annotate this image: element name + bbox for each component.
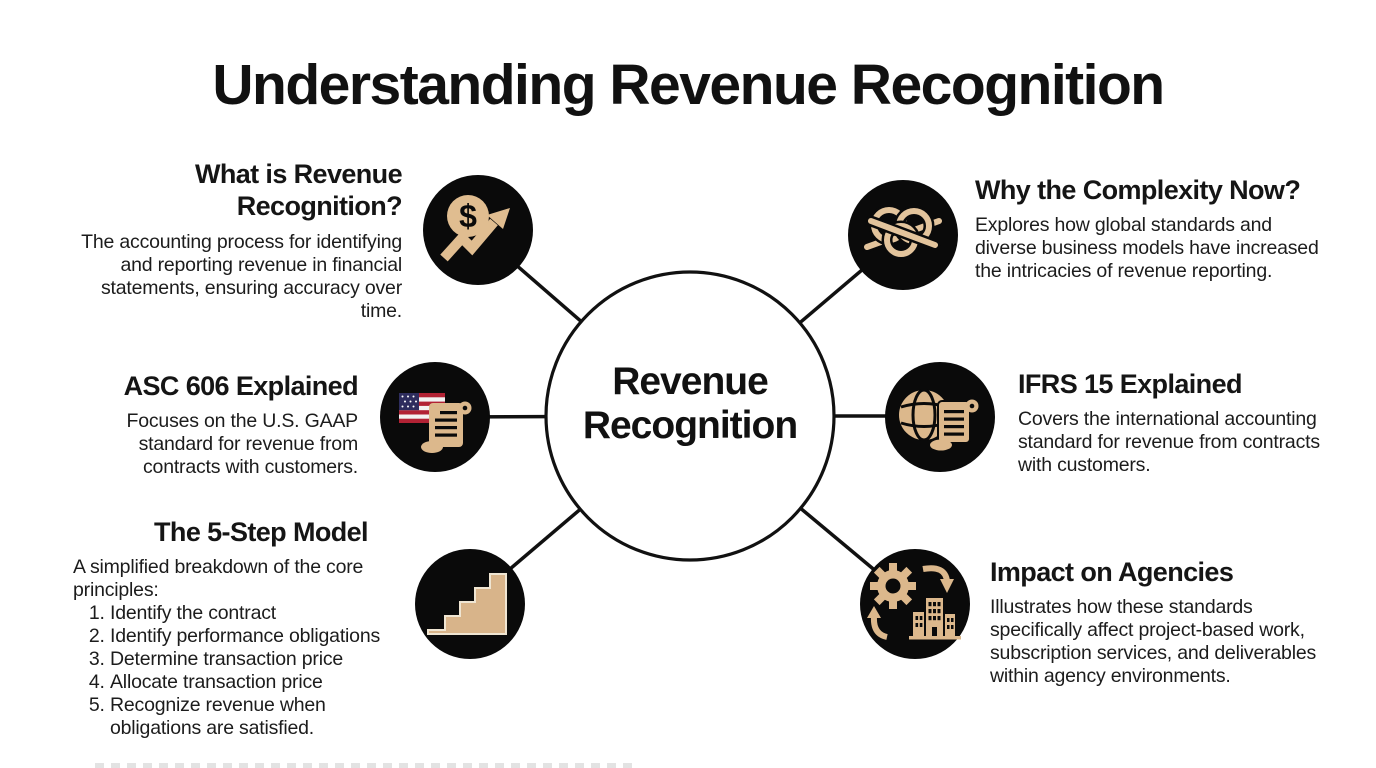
step-item: Identify performance obligations (110, 625, 421, 648)
cropped-footer-text-artifact (95, 763, 635, 768)
node-five-step-model: The 5-Step Model A simplified breakdown … (73, 516, 421, 740)
node-body: Illustrates how these standards specific… (990, 596, 1317, 688)
node-heading: What is Revenue Recognition? (194, 159, 403, 222)
node-body: Covers the international accounting stan… (1018, 408, 1320, 477)
node-what-is-revenue-recognition: What is Revenue Recognition? The account… (60, 158, 402, 323)
svg-text:$: $ (459, 198, 477, 234)
node-body: The accounting process for identifying a… (81, 230, 402, 322)
globe-document-icon (884, 361, 996, 473)
node-heading: IFRS 15 Explained (1018, 369, 1242, 399)
five-step-list: Identify the contract Identify performan… (73, 602, 421, 740)
node-heading: The 5-Step Model (154, 517, 369, 547)
us-flag-document-icon (379, 361, 491, 473)
page-title: Understanding Revenue Recognition (212, 53, 1165, 117)
step-item: Recognize revenue when obligations are s… (110, 694, 421, 740)
node-heading: Impact on Agencies (990, 557, 1234, 587)
node-impact-on-agencies: Impact on Agencies Illustrates how these… (990, 556, 1320, 688)
center-label: Revenue Recognition (582, 360, 798, 447)
node-why-complexity: Why the Complexity Now? Explores how glo… (975, 174, 1327, 283)
cycle-arrows (870, 565, 950, 640)
step-item: Identify the contract (110, 602, 421, 625)
node-body: Focuses on the U.S. GAAP standard for re… (126, 410, 359, 479)
scroll-document (421, 401, 472, 453)
node-ifrs-15: IFRS 15 Explained Covers the internation… (1018, 368, 1328, 477)
globe (899, 388, 949, 442)
stairs-icon (414, 548, 526, 660)
gear (870, 563, 916, 609)
knot-icon (847, 179, 959, 291)
node-heading: ASC 606 Explained (123, 371, 359, 401)
node-heading: Why the Complexity Now? (975, 175, 1301, 205)
step-item: Determine transaction price (110, 648, 421, 671)
node-asc-606: ASC 606 Explained Focuses on the U.S. GA… (100, 370, 359, 479)
dollar-growth-icon: $ (422, 174, 534, 286)
node-body: Explores how global standards and divers… (975, 214, 1319, 283)
node-intro: A simplified breakdown of the core princ… (73, 556, 364, 602)
gear-buildings-icon (859, 548, 971, 660)
step-item: Allocate transaction price (110, 671, 421, 694)
scroll-document (930, 399, 979, 451)
center-circle (544, 270, 836, 562)
